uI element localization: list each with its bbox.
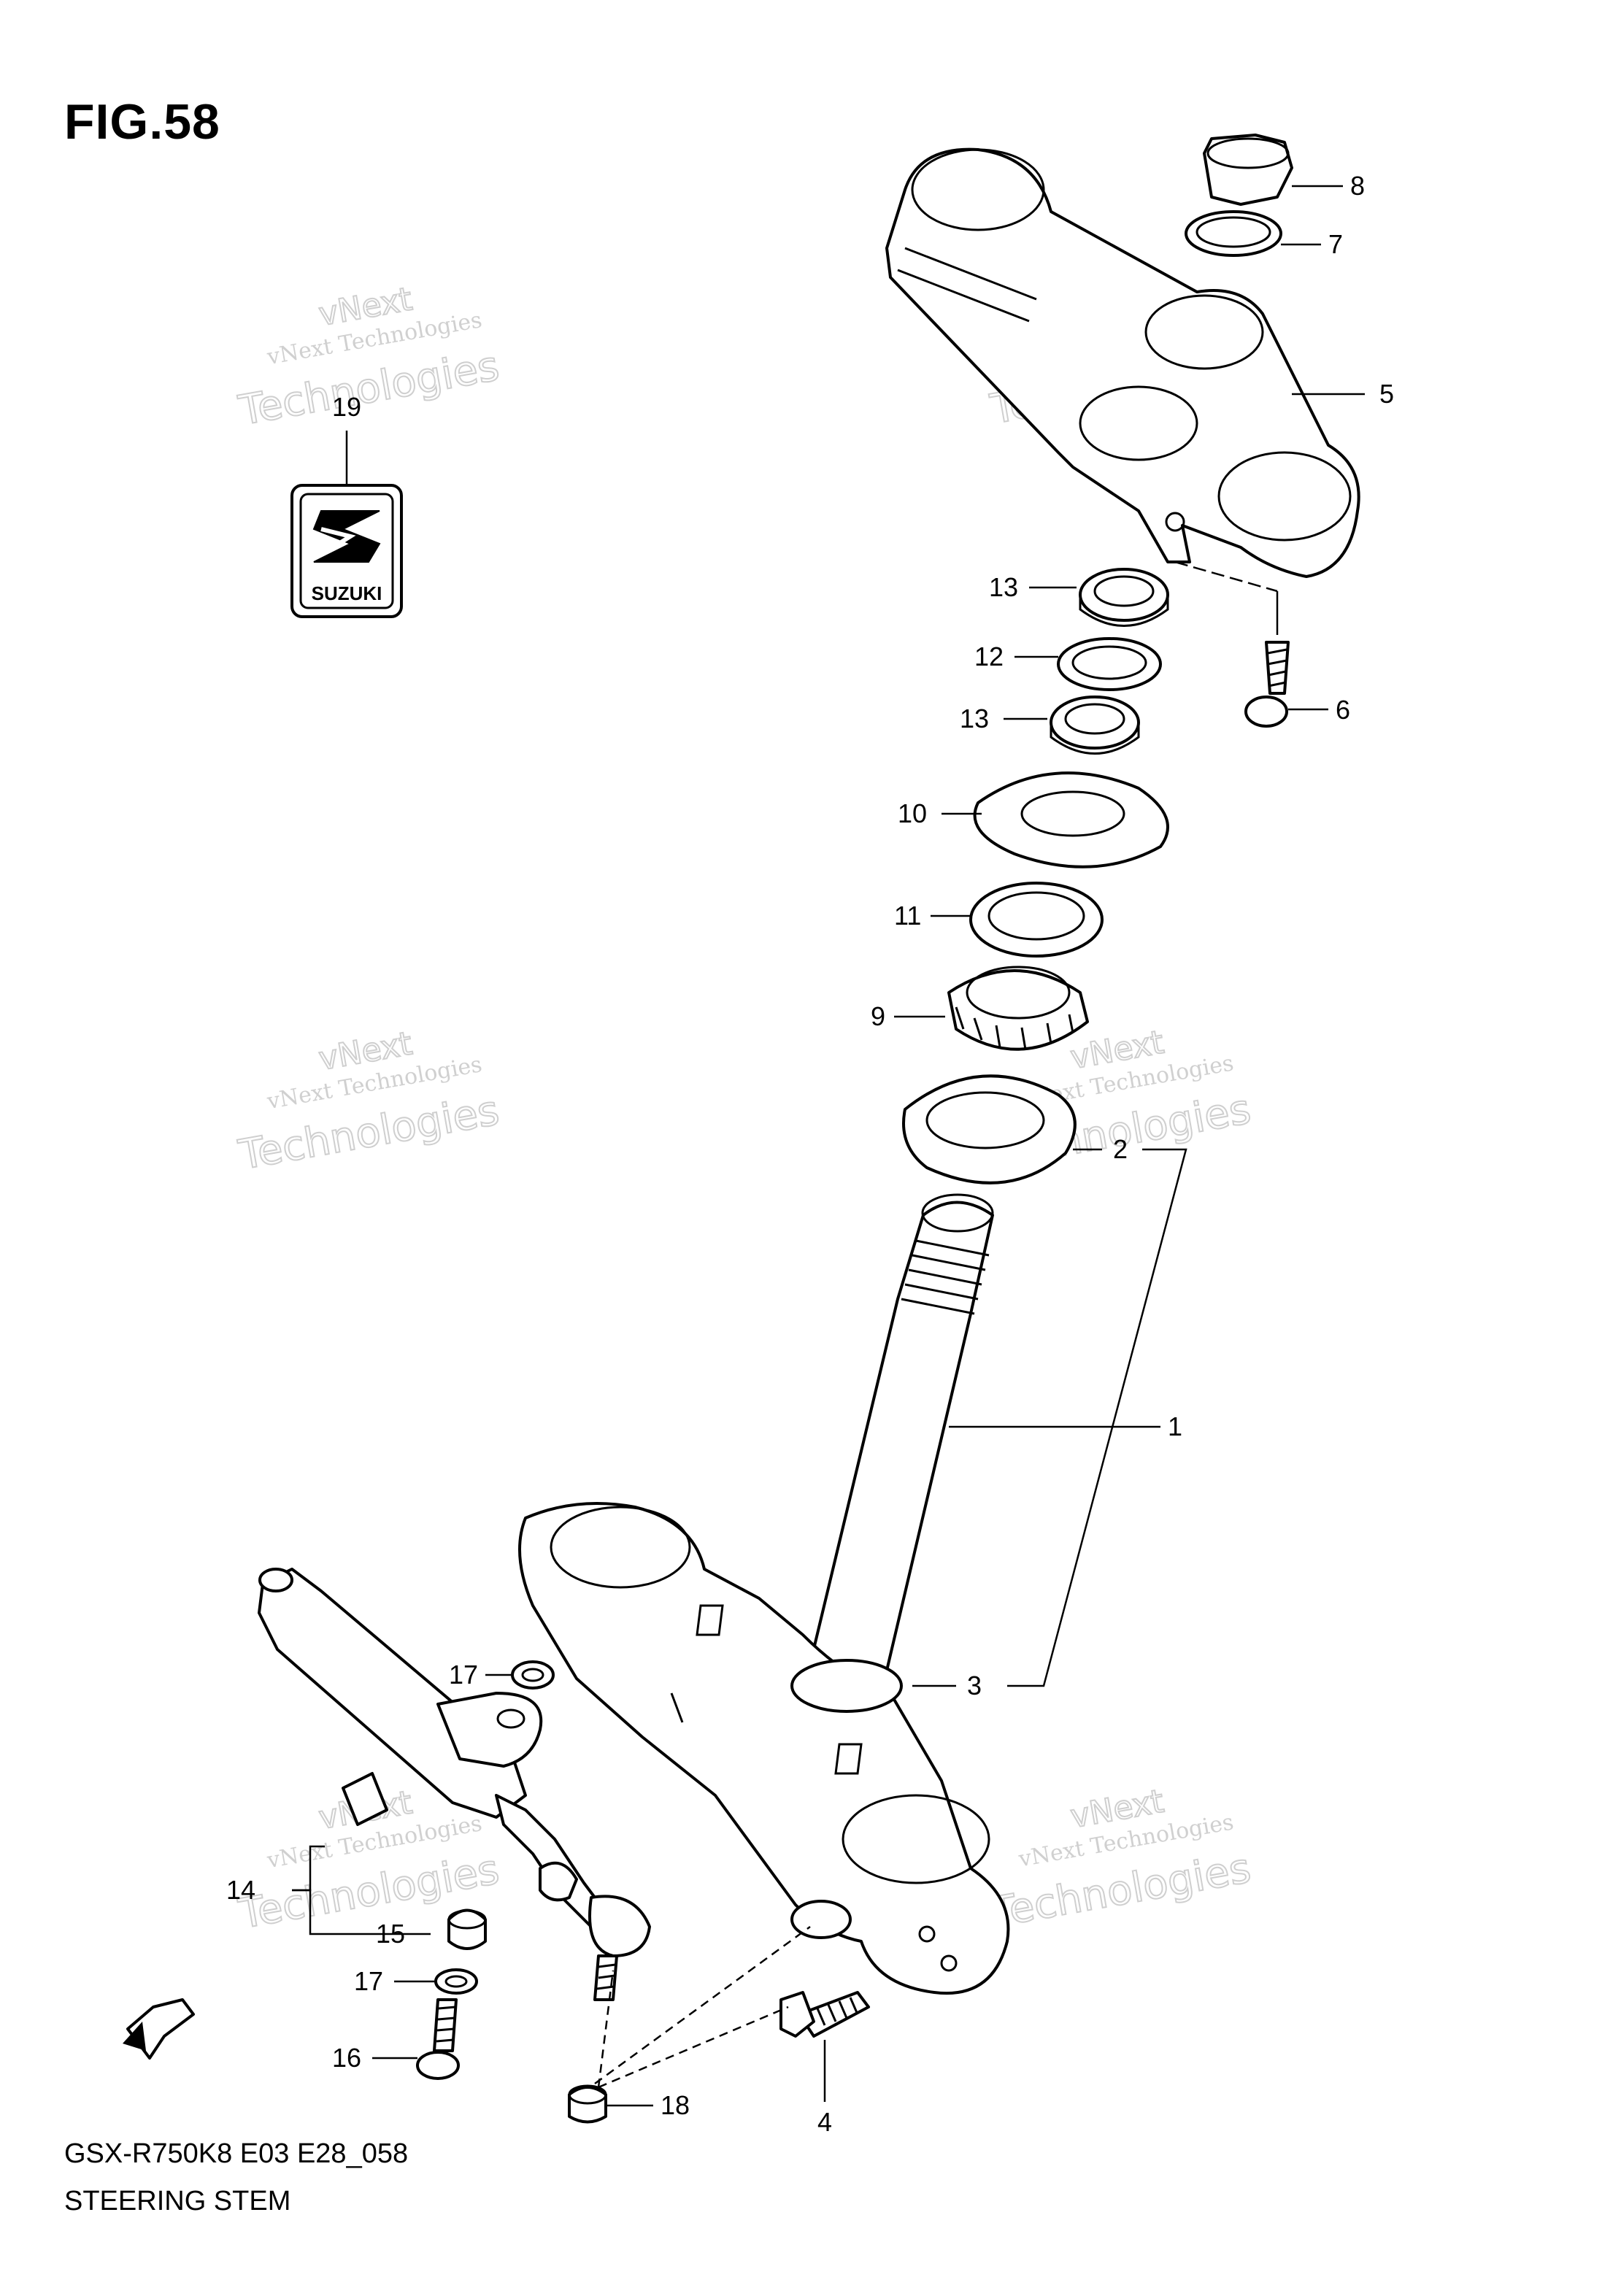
callout-17-lower: 17	[354, 1966, 383, 1996]
part-12-lock-washer[interactable]	[1057, 637, 1162, 691]
part-19-emblem[interactable]: SUZUKI	[290, 484, 403, 618]
assembly-line	[594, 1925, 811, 2085]
part-1-steering-stem[interactable]	[518, 1193, 1010, 1995]
callout-16: 16	[332, 2043, 361, 2073]
part-13-lock-nut-lower[interactable]	[1050, 696, 1140, 755]
part-16-bolt[interactable]	[416, 1998, 460, 2080]
section-name: STEERING STEM	[64, 2186, 291, 2216]
part-4-bracket-bolt[interactable]	[779, 1991, 870, 2038]
bracket-2-3	[1007, 1148, 1187, 1687]
part-7-washer[interactable]	[1185, 210, 1282, 257]
watermark-group-3: vNext Technologies Technologies vNext	[234, 1024, 504, 1180]
fwd-arrow-icon: FWD	[123, 1998, 195, 2060]
part-17-washer-upper[interactable]	[511, 1660, 555, 1690]
model-code: GSX-R750K8 E03 E28_058	[64, 2138, 409, 2169]
figure-title: FIG.58	[64, 94, 220, 150]
callout-14: 14	[226, 1875, 255, 1905]
part-14-steering-damper[interactable]	[258, 1568, 651, 2001]
callout-6: 6	[1336, 695, 1350, 725]
assembly-line	[597, 1970, 615, 2088]
callout-13-upper: 13	[989, 572, 1018, 602]
callout-2: 2	[1113, 1134, 1128, 1164]
callout-4: 4	[817, 2107, 832, 2137]
part-5-upper-bracket[interactable]	[885, 147, 1360, 578]
callout-5: 5	[1379, 379, 1394, 409]
watermark-group-1: vNext Technologies Technologies vNext	[234, 280, 504, 436]
part-8-stem-nut[interactable]	[1203, 134, 1293, 206]
part-9-taper-bearing[interactable]	[947, 966, 1089, 1051]
part-17-washer-lower[interactable]	[434, 1968, 478, 1995]
part-18-nut[interactable]	[568, 2084, 607, 2124]
callout-17-upper: 17	[449, 1660, 478, 1690]
part-6-bolt[interactable]	[1244, 641, 1290, 728]
bracket-14-bottom	[292, 1889, 431, 1935]
part-11-bearing-race[interactable]	[969, 882, 1104, 958]
callout-11: 11	[894, 901, 921, 931]
watermark-group-6: vNext Technologies Technologies vNext	[986, 1782, 1255, 1938]
callout-9: 9	[871, 1001, 885, 1031]
part-2-outer-race[interactable]	[902, 1074, 1077, 1184]
callout-13-lower: 13	[960, 704, 989, 733]
callout-1: 1	[1168, 1411, 1182, 1441]
emblem-text: SUZUKI	[312, 582, 382, 604]
part-15-nut[interactable]	[447, 1908, 487, 1950]
assembly-line	[598, 2006, 789, 2089]
callout-10: 10	[898, 798, 927, 828]
part-10-dust-seal[interactable]	[973, 771, 1169, 868]
callout-3: 3	[967, 1671, 982, 1700]
callout-8: 8	[1350, 171, 1365, 201]
callout-7: 7	[1328, 229, 1343, 259]
part-13-lock-nut-upper[interactable]	[1079, 568, 1169, 627]
callout-12: 12	[974, 642, 1004, 671]
callout-15: 15	[376, 1919, 405, 1949]
callout-18: 18	[661, 2090, 690, 2120]
callout-19: 19	[332, 392, 361, 422]
leader-6-dash	[1174, 560, 1278, 593]
